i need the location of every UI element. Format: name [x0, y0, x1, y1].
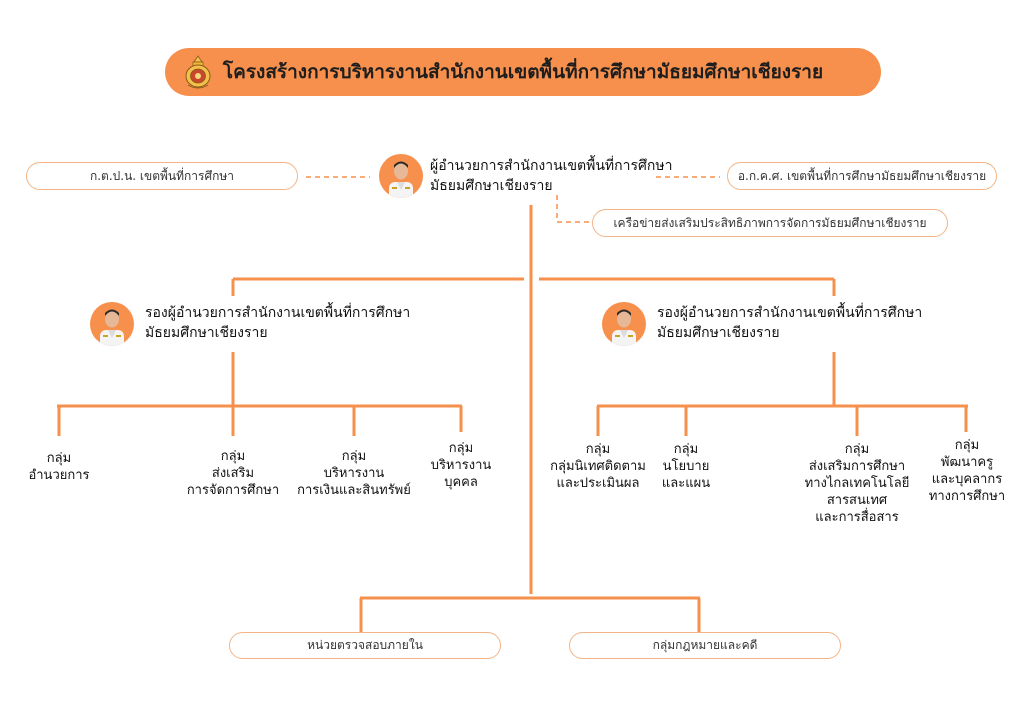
director-line-1: ผู้อำนวยการสำนักงานเขตพื้นที่การศึกษา	[430, 158, 673, 174]
group-policy-plan-line: กลุ่ม	[673, 442, 699, 457]
deputy-right-line-1: รองผู้อำนวยการสำนักงานเขตพื้นที่การศึกษา	[657, 305, 923, 321]
group-education-promotion: กลุ่ม ส่งเสริม การจัดการศึกษา	[173, 448, 293, 499]
group-education-promotion-line: การจัดการศึกษา	[186, 483, 280, 498]
deputy-right-line-2: มัธยมศึกษาเชียงราย	[657, 325, 780, 341]
group-teacher-development: กลุ่ม พัฒนาครู และบุคลากร ทางการศึกษา	[920, 437, 1014, 505]
board-right-label: อ.ก.ค.ศ. เขตพื้นที่การศึกษามัธยมศึกษาเชี…	[737, 168, 987, 183]
group-policy-plan-line: และแผน	[661, 476, 711, 491]
page-title: โครงสร้างการบริหารงานสำนักงานเขตพื้นที่ก…	[222, 61, 824, 83]
group-distance-tech-line: ส่งเสริมการศึกษา	[808, 459, 906, 474]
deputy-right-avatar	[602, 302, 646, 346]
person-avatar-icon	[612, 309, 636, 346]
deputy-left-avatar	[90, 302, 134, 346]
person-avatar-icon	[100, 309, 124, 346]
group-policy-plan-line: นโยบาย	[662, 459, 710, 474]
group-education-promotion-line: กลุ่ม	[220, 449, 246, 464]
board-left-box: ก.ต.ป.น. เขตพื้นที่การศึกษา	[26, 162, 298, 190]
group-distance-tech: กลุ่ม ส่งเสริมการศึกษา ทางไกลเทคโนโลยี ส…	[797, 441, 917, 526]
group-teacher-development-line: พัฒนาครู	[940, 455, 994, 470]
group-distance-tech-line: กลุ่ม	[844, 442, 870, 457]
group-supervision-line: และประเมินผล	[556, 476, 640, 491]
group-finance-assets-line: กลุ่ม	[341, 449, 367, 464]
ministry-emblem-icon	[185, 55, 211, 89]
group-admin-line: กลุ่ม	[46, 451, 72, 466]
group-finance-assets: กลุ่ม บริหารงาน การเงินและสินทรัพย์	[289, 448, 419, 499]
group-admin: กลุ่ม อำนวยการ	[14, 450, 104, 484]
person-avatar-icon	[389, 161, 413, 198]
audit-unit-label: หน่วยตรวจสอบภายใน	[307, 638, 423, 652]
deputy-left-title: รองผู้อำนวยการสำนักงานเขตพื้นที่การศึกษา…	[145, 303, 410, 343]
board-right-box: อ.ก.ค.ศ. เขตพื้นที่การศึกษามัธยมศึกษาเชี…	[727, 162, 997, 190]
group-distance-tech-line: ทางไกลเทคโนโลยี	[804, 476, 910, 491]
group-teacher-development-line: ทางการศึกษา	[928, 489, 1006, 504]
group-supervision-line: กลุ่ม	[585, 442, 611, 457]
group-supervision: กลุ่ม กลุ่มนิเทศติดตาม และประเมินผล	[540, 441, 656, 492]
director-line-2: มัธยมศึกษาเชียงราย	[430, 178, 553, 194]
group-admin-line: อำนวยการ	[28, 468, 90, 483]
director-title: ผู้อำนวยการสำนักงานเขตพื้นที่การศึกษา มั…	[430, 156, 672, 196]
group-finance-assets-line: การเงินและสินทรัพย์	[297, 483, 411, 498]
director-avatar	[379, 154, 423, 198]
board-left-label: ก.ต.ป.น. เขตพื้นที่การศึกษา	[89, 168, 235, 183]
deputy-left-line-2: มัธยมศึกษาเชียงราย	[145, 325, 268, 341]
network-box: เครือข่ายส่งเสริมประสิทธิภาพการจัดการมัธ…	[592, 209, 948, 237]
group-personnel-line: บุคคล	[444, 475, 478, 490]
group-policy-plan: กลุ่ม นโยบาย และแผน	[646, 441, 726, 492]
group-distance-tech-line: สารสนเทศ	[826, 493, 888, 508]
network-label: เครือข่ายส่งเสริมประสิทธิภาพการจัดการมัธ…	[613, 215, 927, 230]
legal-unit-box: กลุ่มกฎหมายและคดี	[569, 632, 841, 659]
group-education-promotion-line: ส่งเสริม	[211, 466, 255, 481]
title-bar: โครงสร้างการบริหารงานสำนักงานเขตพื้นที่ก…	[165, 48, 881, 96]
group-personnel: กลุ่ม บริหารงาน บุคคล	[416, 440, 506, 491]
group-finance-assets-line: บริหารงาน	[323, 466, 385, 481]
group-personnel-line: กลุ่ม	[448, 441, 474, 456]
group-teacher-development-line: และบุคลากร	[931, 472, 1003, 487]
audit-unit-box: หน่วยตรวจสอบภายใน	[229, 632, 501, 659]
group-distance-tech-line: และการสื่อสาร	[815, 510, 899, 525]
group-supervision-line: กลุ่มนิเทศติดตาม	[550, 459, 646, 474]
legal-unit-label: กลุ่มกฎหมายและคดี	[652, 638, 758, 652]
deputy-left-line-1: รองผู้อำนวยการสำนักงานเขตพื้นที่การศึกษา	[145, 305, 411, 321]
group-teacher-development-line: กลุ่ม	[954, 438, 980, 453]
deputy-right-title: รองผู้อำนวยการสำนักงานเขตพื้นที่การศึกษา…	[657, 303, 922, 343]
group-personnel-line: บริหารงาน	[430, 458, 492, 473]
